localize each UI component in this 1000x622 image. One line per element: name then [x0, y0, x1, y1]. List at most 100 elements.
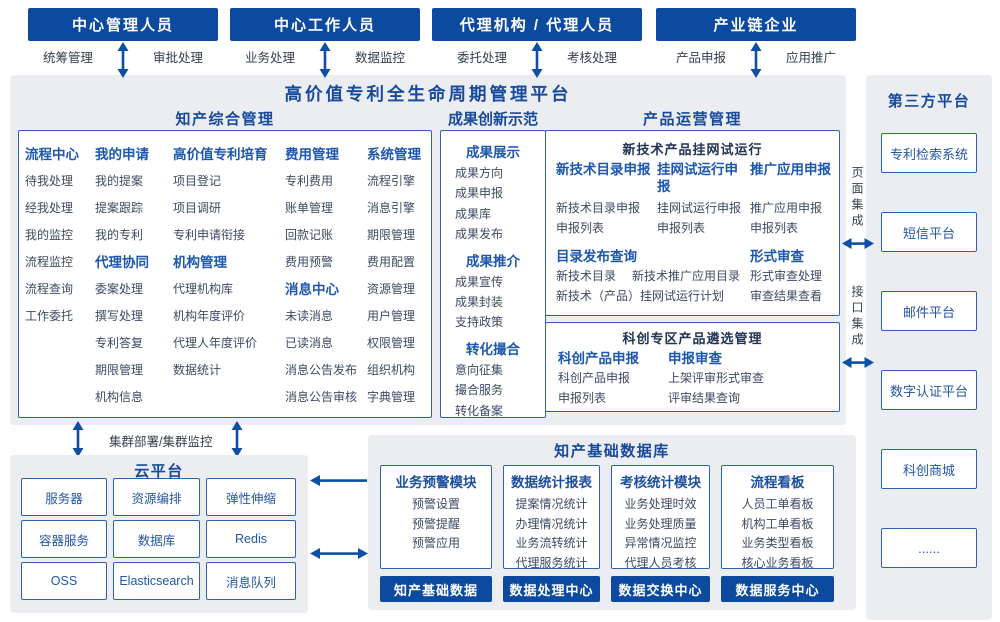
menu-item: 费用配置 — [367, 255, 416, 269]
menu-list: 新技术目录申报申报列表 — [556, 199, 652, 238]
double-arrow-horizontal-icon — [310, 548, 368, 559]
third-party-box: 数字认证平台 — [881, 370, 977, 410]
group-header: 形式审查 — [750, 249, 804, 264]
data-center-bar: 数据处理中心 — [503, 576, 600, 602]
group-header: 申报审查 — [668, 351, 722, 366]
menu-item: 形式审查处理 — [750, 269, 823, 283]
ip-mgmt-box — [18, 130, 432, 418]
menu-item: 已读消息 — [285, 336, 334, 350]
menu-item: 期限管理 — [95, 363, 144, 377]
group-header: 挂网试运行申报 — [657, 162, 738, 194]
menu-list: 代理机构库机构年度评价代理人年度评价数据统计 — [173, 276, 283, 384]
menu-item: 预警设置 — [411, 497, 460, 511]
menu-item: 审查结果查看 — [750, 288, 823, 303]
menu-item: 消息公告审核 — [285, 390, 358, 404]
role-label: 委托处理 — [456, 51, 507, 65]
platform-title: 高价值专利全生命周期管理平台 — [284, 84, 572, 104]
menu-item: 未读消息 — [285, 309, 334, 323]
data-center-bar: 数据服务中心 — [721, 576, 834, 602]
group-header: 成果推介 — [466, 253, 520, 269]
group-header: 转化撮合 — [466, 341, 520, 357]
menu-item: 代理服务统计 — [515, 555, 588, 570]
menu-item: 挂网试运行申报 — [657, 201, 742, 215]
menu-item: 资源管理 — [367, 282, 416, 296]
menu-item: 字典管理 — [367, 390, 416, 404]
third-party-box: 短信平台 — [881, 212, 977, 252]
double-arrow-vertical-icon — [231, 421, 243, 457]
menu-item: 申报列表 — [750, 220, 799, 235]
menu-item: 科创产品申报 — [558, 371, 631, 385]
group-header: 成果展示 — [466, 145, 520, 160]
menu-list: 人员工单看板机构工单看板业务类型看板核心业务看板 — [722, 495, 833, 573]
menu-item: 业务流转统计 — [515, 536, 588, 550]
actor-bar-center-managers: 中心管理人员 — [28, 8, 218, 41]
role-label: 产品申报 — [675, 51, 726, 65]
menu-item: 流程查询 — [25, 282, 74, 296]
role-label: 应用推广 — [786, 51, 837, 65]
db-module-kanban: 流程看板 人员工单看板机构工单看板业务类型看板核心业务看板 — [721, 465, 834, 570]
group-header: 我的申请 — [95, 147, 149, 162]
menu-list: 专利费用账单管理回款记账费用预警 — [285, 168, 365, 276]
menu-item: 评审结果查询 — [668, 390, 741, 405]
menu-item: 专利答复 — [95, 336, 144, 350]
demo-body: 成果展示 成果方向成果申报成果库成果发布 成果推介 成果宣传成果封装支持政策 转… — [440, 142, 546, 427]
group-header: 业务预警模块 — [395, 475, 477, 490]
selection-col-1: 科创产品申报 科创产品申报申报列表 — [558, 348, 663, 408]
menu-item: 代理机构库 — [173, 282, 234, 296]
menu-list: 形式审查处理审查结果查看 — [750, 267, 836, 306]
group-header: 流程看板 — [750, 475, 805, 490]
menu-item: 人员工单看板 — [741, 497, 814, 511]
menu-item: 数据统计 — [173, 363, 222, 377]
third-party-box: 专利检索系统 — [881, 133, 977, 173]
demo-group: 成果展示 成果方向成果申报成果库成果发布 — [440, 142, 546, 245]
menu-item: 用户管理 — [367, 309, 416, 323]
menu-item: 我的监控 — [25, 228, 74, 242]
menu-item: 机构年度评价 — [173, 309, 246, 323]
menu-item: 成果发布 — [455, 227, 504, 242]
double-arrow-horizontal-icon — [842, 357, 874, 368]
menu-item: 办理情况统计 — [515, 516, 588, 531]
menu-list: 流程引擎消息引擎期限管理费用配置资源管理用户管理权限管理组织机构字典管理 — [367, 168, 429, 411]
actor-bar-enterprises: 产业链企业 — [656, 8, 856, 41]
menu-item: 支持政策 — [455, 315, 504, 330]
third-party-box: 科创商城 — [881, 449, 977, 489]
page-integration-label: 页面集成 — [850, 166, 864, 230]
third-party-list: 专利检索系统短信平台邮件平台数字认证平台科创商城...... — [881, 133, 977, 568]
menu-item: 成果封装 — [455, 295, 504, 310]
cloud-service-box: 弹性伸缩 — [206, 478, 296, 516]
selection-box — [545, 322, 840, 412]
menu-item: 预警提醒 — [411, 516, 460, 531]
menu-list: 委案处理撰写处理专利答复期限管理机构信息 — [95, 276, 175, 411]
actor-roles-3: 委托处理 考核处理 — [432, 42, 642, 78]
menu-list: 挂网试运行申报申报列表 — [657, 199, 745, 238]
menu-item: 我的提案 — [95, 174, 144, 188]
cloud-service-box: 服务器 — [21, 478, 107, 516]
actor-roles-4: 产品申报 应用推广 — [656, 42, 856, 78]
double-arrow-vertical-icon — [319, 42, 331, 78]
group-header: 系统管理 — [367, 147, 421, 162]
ip-col-system: 系统管理 流程引擎消息引擎期限管理费用配置资源管理用户管理权限管理组织机构字典管… — [367, 141, 429, 411]
role-label: 业务处理 — [244, 51, 295, 65]
menu-item: 提案情况统计 — [515, 497, 588, 511]
menu-item: 代理人年度评价 — [173, 336, 258, 350]
menu-item: 成果宣传 — [455, 274, 504, 289]
section-title-cloud: 云平台 — [134, 463, 184, 480]
demo-group: 成果推介 成果宣传成果封装支持政策 — [440, 251, 546, 333]
menu-list: 预警设置预警提醒预警应用 — [381, 495, 491, 554]
menu-item: 新技术目录 — [556, 269, 617, 283]
actor-roles-2: 业务处理 数据监控 — [230, 42, 420, 78]
menu-item: 项目调研 — [173, 201, 222, 215]
menu-item: 我的专利 — [95, 228, 144, 242]
menu-item: 核心业务看板 — [741, 555, 814, 570]
menu-item: 委案处理 — [95, 282, 144, 296]
cloud-service-box: OSS — [21, 562, 107, 600]
actor-bar-agencies: 代理机构 / 代理人员 — [432, 8, 642, 41]
data-center-bar: 数据交换中心 — [611, 576, 710, 602]
group-header: 消息中心 — [285, 282, 339, 297]
menu-list: 提案情况统计办理情况统计业务流转统计代理服务统计 — [504, 495, 599, 573]
group-header: 流程中心 — [25, 147, 79, 162]
menu-item: 消息公告发布 — [285, 363, 358, 377]
third-party-box: 邮件平台 — [881, 291, 977, 331]
menu-item: 流程引擎 — [367, 174, 416, 188]
